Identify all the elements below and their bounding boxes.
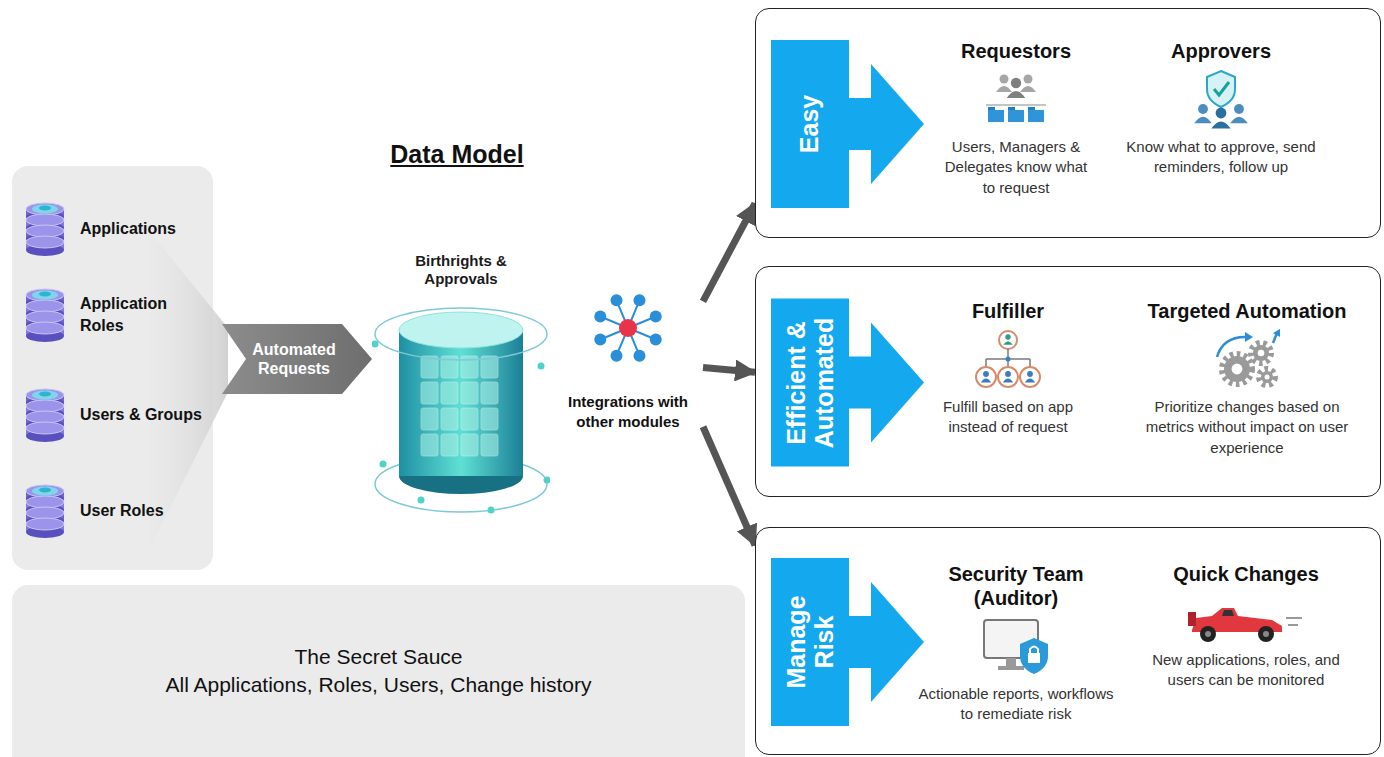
- integration-hub: Integrations with other modules: [553, 290, 703, 431]
- item-description: Actionable reports, workflows to remedia…: [916, 684, 1116, 725]
- gears-icon: [1207, 329, 1287, 391]
- flow-arrow: [703, 427, 755, 545]
- database-icon: [22, 282, 68, 348]
- item-heading: Fulfiller: [972, 299, 1044, 323]
- category-panel: RequestorsUsers, Managers & Delegates kn…: [755, 8, 1381, 238]
- item-heading: Requestors: [961, 39, 1071, 63]
- item-heading: Targeted Automation: [1148, 299, 1347, 323]
- panel-label: Easy: [796, 54, 824, 194]
- item-heading: Quick Changes: [1173, 562, 1319, 586]
- category-panel: Security Team (Auditor) Actionable report…: [755, 527, 1381, 755]
- hub-label: Integrations with other modules: [553, 392, 703, 431]
- database-icon: [22, 478, 68, 544]
- item-heading: Approvers: [1171, 39, 1271, 63]
- item-heading: Security Team (Auditor): [911, 562, 1121, 610]
- flow-arrow: [703, 368, 755, 373]
- item-label: Users & Groups: [80, 404, 202, 426]
- item-description: Know what to approve, send reminders, fo…: [1123, 137, 1319, 178]
- appr-icon: [1181, 69, 1261, 131]
- req-icon: [976, 69, 1056, 131]
- database-icon: [22, 382, 68, 448]
- role-item: Security Team (Auditor) Actionable report…: [911, 562, 1121, 725]
- data-store: Birthrights & Approvals: [372, 248, 550, 520]
- item-description: Fulfill based on app instead of request: [928, 397, 1088, 438]
- flow-arrow: [703, 204, 755, 302]
- item-label: User Roles: [80, 500, 164, 522]
- database-item: User Roles: [22, 478, 207, 544]
- database-item: Users & Groups: [22, 382, 207, 448]
- role-item: FulfillerFulfill based on app instead of…: [916, 299, 1100, 438]
- database-icon: [22, 196, 68, 262]
- cylinder-illustration: [372, 248, 550, 520]
- role-item: Targeted AutomationPrioritize changes ba…: [1131, 299, 1363, 458]
- diagram-title: Data Model: [337, 140, 577, 169]
- category-panel: FulfillerFulfill based on app instead of…: [755, 266, 1381, 497]
- car-icon: [1186, 592, 1306, 644]
- funnel-shape: [150, 232, 228, 548]
- arrow-label: Automated Requests: [248, 340, 340, 378]
- summary-heading: The Secret Sauce: [294, 643, 462, 671]
- store-label: Birthrights & Approvals: [396, 252, 526, 288]
- item-label: Applications: [80, 218, 176, 240]
- hub-icon: [588, 290, 668, 366]
- item-description: Prioritize changes based on metrics with…: [1142, 397, 1352, 458]
- role-item: Quick ChangesNew applications, roles, an…: [1136, 562, 1356, 691]
- org-icon: [968, 329, 1048, 391]
- chevron-shape: [222, 324, 372, 394]
- item-label: Application Roles: [80, 293, 207, 336]
- role-item: ApproversKnow what to approve, send remi…: [1121, 39, 1321, 178]
- summary-box: The Secret SauceAll Applications, Roles,…: [12, 585, 745, 757]
- item-description: Users, Managers & Delegates know what to…: [940, 137, 1092, 198]
- panel-label: Manage Risk: [783, 572, 838, 712]
- panel-label: Efficient & Automated: [783, 313, 838, 453]
- database-item: Applications: [22, 196, 207, 262]
- item-description: New applications, roles, and users can b…: [1146, 650, 1346, 691]
- lock-icon: [976, 616, 1056, 678]
- chevron-arrow: Automated Requests: [222, 324, 372, 394]
- role-item: RequestorsUsers, Managers & Delegates kn…: [924, 39, 1108, 198]
- database-item: Application Roles: [22, 282, 207, 348]
- summary-text: All Applications, Roles, Users, Change h…: [165, 671, 591, 699]
